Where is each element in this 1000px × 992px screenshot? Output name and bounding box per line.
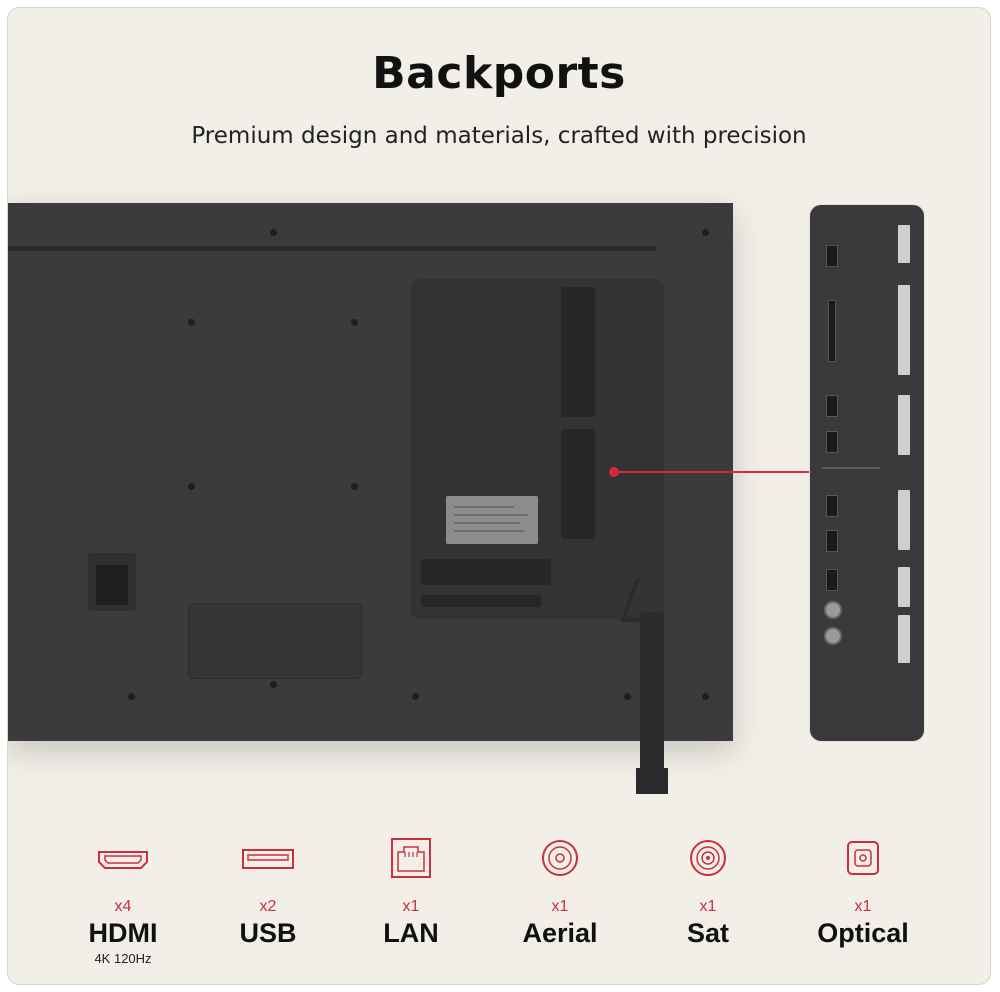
vesa-mount-hole [188,483,195,490]
aerial-label: Aerial [522,918,598,948]
feature-aerial: x1 Aerial [500,838,620,949]
usb-icon [242,849,294,869]
hdmi-port [826,569,838,591]
port-tag [898,395,910,455]
screw [412,693,419,700]
sat-count: x1 [699,898,717,915]
screw [270,229,277,236]
vesa-mount-hole [351,319,358,326]
hdmi-port [826,431,838,453]
callout-line [613,471,816,473]
feature-row: x4 HDMI 4K 120Hz x2 USB x1 LAN [8,838,990,978]
port-tag [898,225,910,263]
rating-label [446,496,538,544]
sat-icon [690,840,726,876]
optical-label: Optical [817,918,909,948]
tv-top-edge [8,246,656,251]
optical-count: x1 [854,898,872,915]
port-cover [561,429,595,539]
hdmi-port [826,495,838,517]
port-cover [421,559,551,585]
hdmi-count: x4 [114,898,132,915]
feature-lan: x1 LAN [351,838,471,949]
usb-count: x2 [259,898,277,915]
sat-port [824,627,842,645]
lan-label: LAN [383,918,439,948]
product-card: Backports Premium design and materials, … [7,7,991,985]
sat-label: Sat [686,918,730,948]
hdmi-note: 4K 120Hz [94,951,152,966]
screw [702,693,709,700]
feature-usb: x2 USB [208,838,328,949]
hdmi-icon [98,851,148,869]
hdmi-label: HDMI [88,918,158,948]
power-inlet [88,553,136,611]
feature-sat: x1 Sat [648,838,768,949]
screw [702,229,709,236]
ci-slot [828,300,836,362]
screw [270,681,277,688]
page-title: Backports [372,48,626,99]
aerial-port [824,601,842,619]
screw [128,693,135,700]
feature-hdmi: x4 HDMI 4K 120Hz [63,838,183,966]
port-closeup [809,204,925,742]
port-tag [898,285,910,375]
power-socket [96,565,128,605]
aerial-icon [542,840,578,876]
usb-label: USB [239,918,297,948]
port-label-strip [421,595,541,607]
lan-icon [391,838,431,878]
hdmi-port [826,530,838,552]
optical-icon [847,841,879,875]
aerial-count: x1 [551,898,569,915]
port-tag [898,490,910,550]
vesa-mount-hole [351,483,358,490]
speaker-plate [188,603,362,679]
vesa-mount-hole [188,319,195,326]
stand-foot [636,768,668,794]
port-tag [898,615,910,663]
feature-optical: x1 Optical [803,838,923,949]
screw [624,693,631,700]
lan-count: x1 [402,898,420,915]
port-tag [898,567,910,607]
stand-leg [640,612,664,792]
usb-port [826,395,838,417]
port-cover [561,287,595,417]
usb-port [826,245,838,267]
port-panel [411,279,664,619]
page-subtitle: Premium design and materials, crafted wi… [191,123,807,149]
